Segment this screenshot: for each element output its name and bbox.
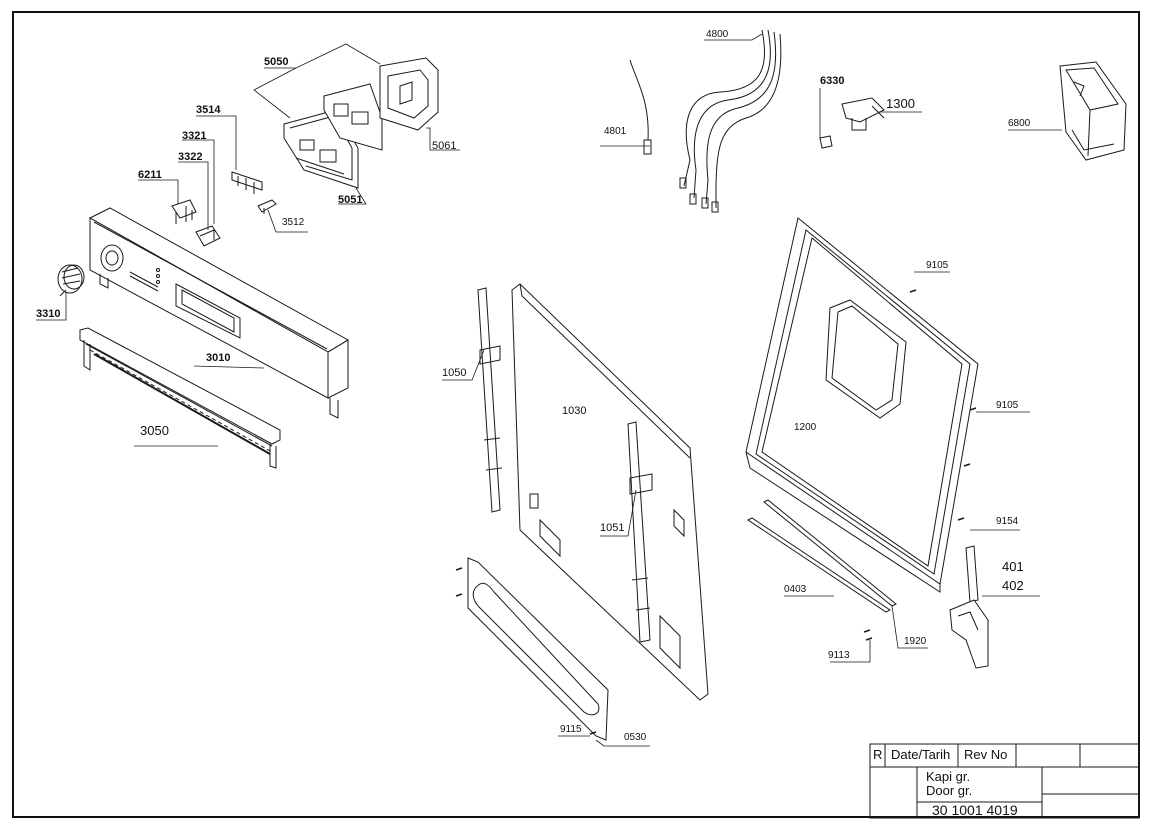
label-5061: 5061 [432,140,457,152]
title-r: R [873,747,883,762]
label-1200: 1200 [794,422,817,433]
latch-6330 [819,135,833,149]
label-3514: 3514 [196,104,221,116]
screws [455,289,977,735]
title-name-tr: Kapi gr. [926,769,971,784]
label-1920: 1920 [904,636,927,647]
contact-3514 [231,171,263,194]
label-6211: 6211 [138,169,162,181]
dispenser-6800 [1059,61,1127,161]
knob-3310 [57,264,85,297]
label-1050: 1050 [442,367,467,379]
board-5050 [323,83,383,151]
label-0403: 0403 [784,584,807,595]
control-panel-3010 [88,207,350,419]
label-1051: 1051 [600,522,625,534]
title-name-en: Door gr. [926,783,973,798]
title-part-no: 30 1001 4019 [932,802,1018,818]
handle-panel-0530 [467,557,609,741]
title-rev: Rev No [964,747,1008,762]
label-9105-right: 9105 [996,400,1019,411]
label-5050: 5050 [264,56,289,68]
strip-1920 [747,499,897,613]
switch-6211 [171,199,197,224]
title-date: Date/Tarih [891,747,951,762]
label-5051: 5051 [338,194,363,206]
switch-3322 [195,225,221,247]
lock-1300 [841,97,885,131]
cable-harness-4800 [679,29,782,213]
rail-3050 [79,327,281,469]
label-3512: 3512 [282,217,305,228]
label-6800: 6800 [1008,118,1031,129]
outer-door-1030 [511,283,709,701]
drawing-frame [12,11,1140,818]
label-3010: 3010 [206,352,231,364]
label-9154: 9154 [996,516,1019,527]
label-3310: 3310 [36,308,61,320]
leader-lines [36,33,1062,747]
cable-4801 [629,59,652,155]
inner-door-1200 [745,217,979,593]
label-1300: 1300 [886,96,915,111]
label-3322: 3322 [178,151,203,163]
label-4800: 4800 [706,29,729,40]
label-3321: 3321 [182,130,207,142]
label-6330: 6330 [820,75,845,87]
label-3050: 3050 [140,423,169,438]
frame-1051 [627,421,653,643]
housing-5061 [379,57,439,131]
label-1030: 1030 [562,405,587,417]
label-401: 401 [1002,559,1024,574]
label-0530: 0530 [624,732,647,743]
hinge-401-402 [949,545,989,669]
title-block-lines [869,743,1140,819]
label-9113: 9113 [828,650,850,661]
label-9115: 9115 [560,724,582,735]
label-9105-top: 9105 [926,260,949,271]
title-block: R Date/Tarih Rev No Kapi gr. Door gr. 30… [870,744,1139,818]
contact-3512 [257,199,277,214]
label-4801: 4801 [604,126,627,137]
frame-1050 [477,287,503,513]
label-402: 402 [1002,578,1024,593]
